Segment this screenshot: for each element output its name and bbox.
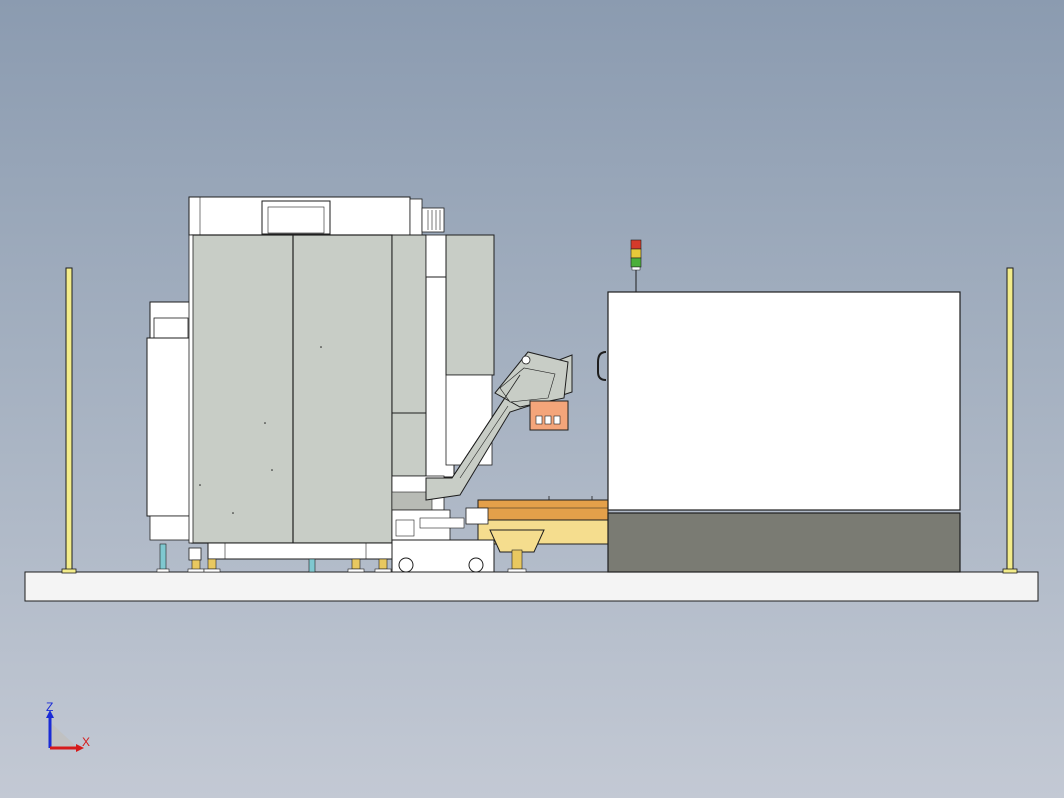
x-axis-label: X: [82, 735, 90, 749]
machine-side-column: [391, 234, 495, 478]
chip-conveyor: [425, 351, 573, 501]
conveyor-control-box: [529, 400, 569, 431]
base-plate: [24, 571, 1039, 602]
machine-main-body: [188, 234, 393, 544]
leveling-feet: [156, 543, 527, 573]
robot-enclosure: [597, 291, 961, 573]
rear-control-cabinet: [146, 301, 191, 541]
triad-plane: [50, 722, 78, 748]
transfer-conveyor: [477, 496, 609, 553]
left-light-curtain: [61, 267, 77, 574]
right-light-curtain: [1002, 267, 1018, 574]
signal-tower: [630, 239, 642, 292]
z-axis-arrow: [46, 710, 54, 718]
x-axis-arrow: [76, 744, 84, 752]
machine-skid: [207, 507, 495, 573]
z-axis-label: Z: [46, 700, 53, 714]
machine-top-head: [188, 196, 445, 236]
